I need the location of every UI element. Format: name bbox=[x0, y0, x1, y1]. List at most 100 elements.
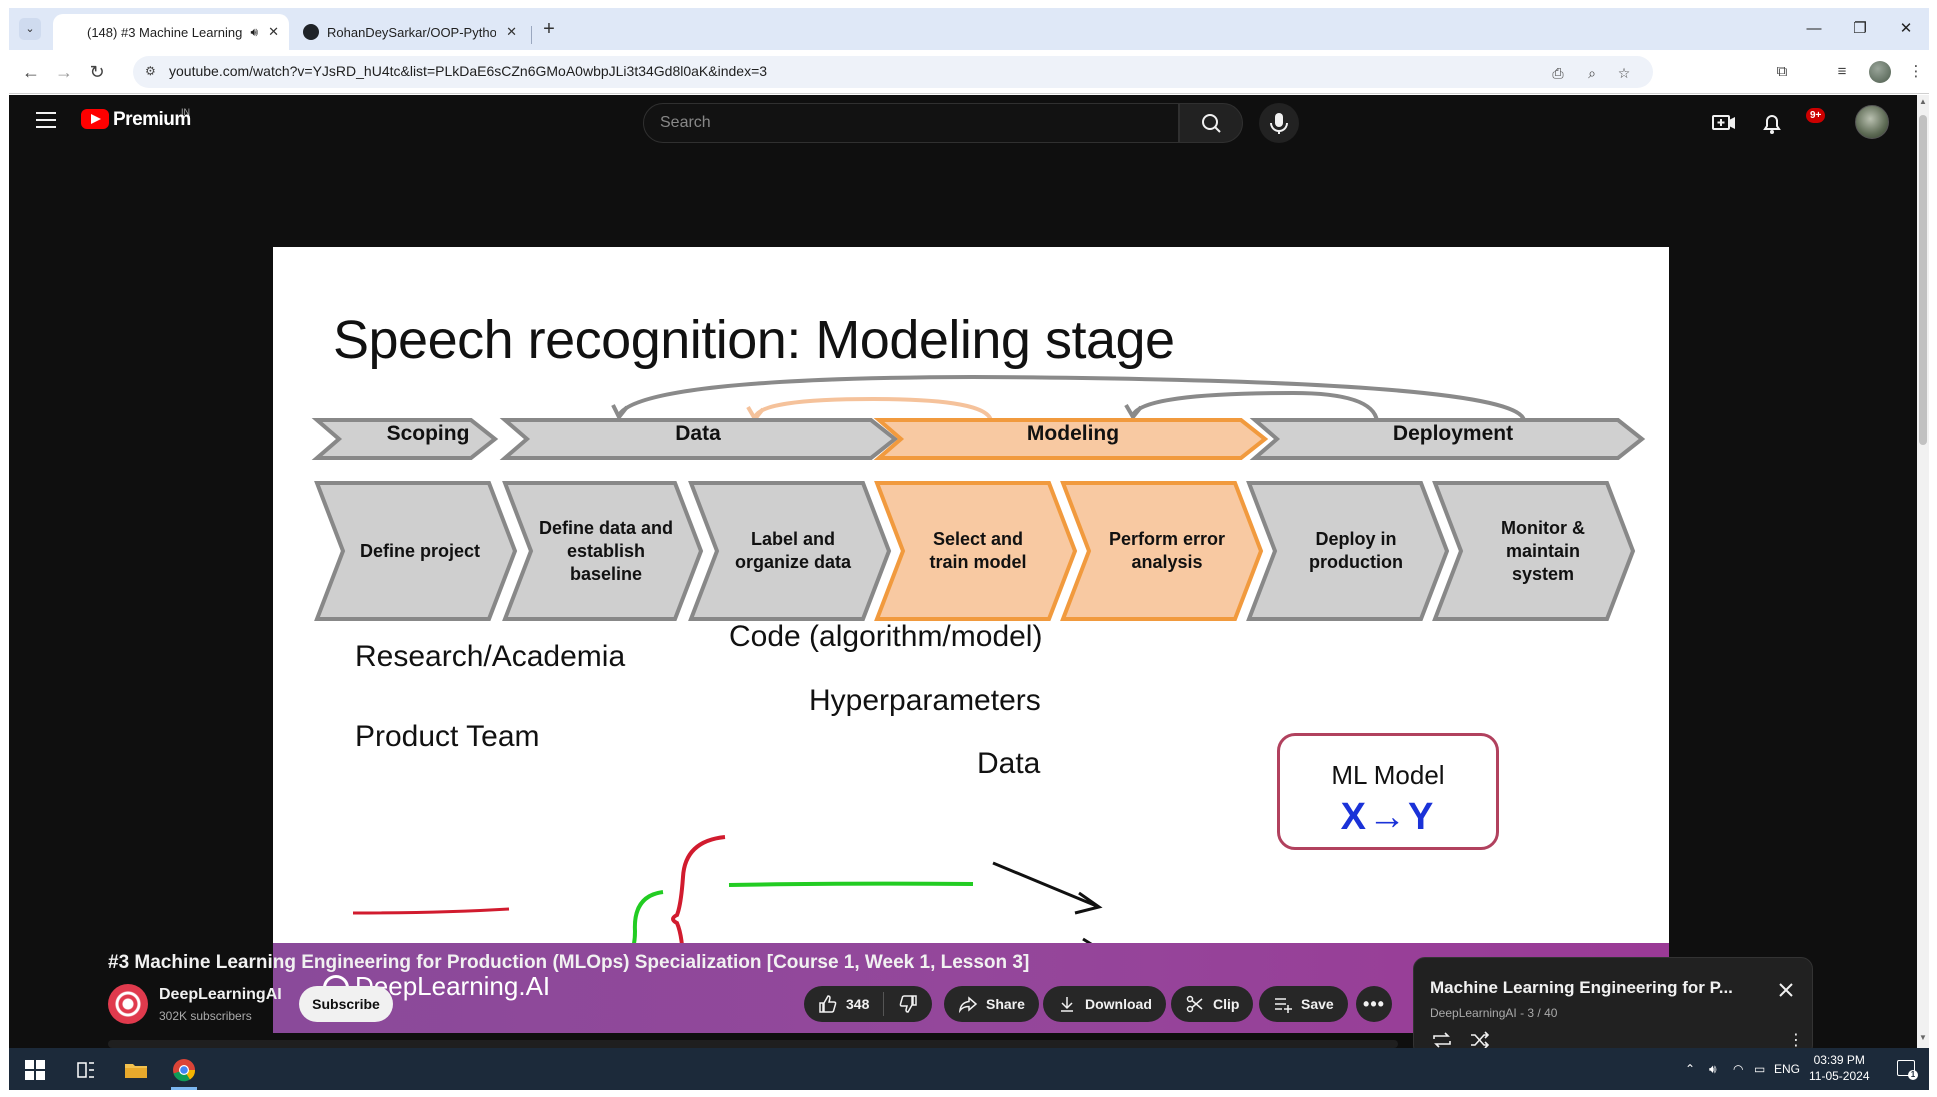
browser-menu-icon[interactable]: ⋮ bbox=[1908, 63, 1924, 80]
like-dislike-group: 348 bbox=[804, 986, 933, 1022]
playlist-menu-icon[interactable]: ⋮ bbox=[1788, 1032, 1804, 1049]
extensions-icon[interactable]: ⧉ bbox=[1776, 63, 1788, 80]
loop-playlist-icon[interactable] bbox=[1430, 1030, 1454, 1050]
playlist-title[interactable]: Machine Learning Engineering for P... bbox=[1430, 978, 1733, 997]
tab-title: (148) #3 Machine Learning bbox=[87, 24, 243, 40]
video-player[interactable]: Speech recognition: Modeling stage bbox=[273, 247, 1669, 1033]
close-tab-icon[interactable]: ✕ bbox=[506, 24, 517, 39]
site-info-icon[interactable]: ⚙ bbox=[145, 64, 156, 78]
youtube-logo-icon[interactable] bbox=[81, 109, 109, 129]
step-label: Define data and establish baseline bbox=[538, 518, 674, 584]
show-hidden-icons-icon[interactable]: ⌃ bbox=[1685, 1062, 1696, 1076]
x-to-y-formula: X→Y bbox=[1340, 796, 1436, 838]
windows-start-icon[interactable] bbox=[25, 1060, 45, 1080]
task-view-icon[interactable] bbox=[67, 1054, 105, 1086]
dislike-button[interactable] bbox=[898, 994, 918, 1014]
chrome-icon[interactable] bbox=[165, 1054, 203, 1090]
search-button[interactable] bbox=[1179, 103, 1243, 143]
action-center-icon[interactable] bbox=[1897, 1060, 1915, 1076]
tab-youtube[interactable]: (148) #3 Machine Learning 🔊︎ ✕ bbox=[53, 14, 289, 50]
channel-avatar[interactable] bbox=[108, 984, 148, 1024]
github-icon bbox=[303, 24, 319, 40]
zoom-icon[interactable]: ⌕ bbox=[1588, 65, 1596, 81]
download-button[interactable]: Download bbox=[1043, 986, 1166, 1022]
notification-count-badge: 9+ bbox=[1806, 108, 1826, 123]
tab-divider bbox=[531, 26, 532, 44]
voice-search-button[interactable] bbox=[1259, 103, 1299, 143]
stage-label: Data bbox=[675, 422, 721, 445]
search-box bbox=[643, 103, 1179, 143]
close-tab-icon[interactable]: ✕ bbox=[268, 24, 279, 39]
stage-label: Scoping bbox=[386, 422, 470, 445]
audio-playing-icon[interactable]: 🔊︎ bbox=[250, 24, 259, 39]
save-button[interactable]: Save bbox=[1259, 986, 1348, 1022]
share-button[interactable]: Share bbox=[944, 986, 1039, 1022]
profile-avatar[interactable] bbox=[1869, 61, 1891, 83]
share-icon bbox=[958, 996, 978, 1014]
search-input[interactable] bbox=[660, 104, 1160, 142]
microphone-icon bbox=[1270, 113, 1288, 134]
language-indicator[interactable]: ENG bbox=[1774, 1062, 1801, 1076]
ml-model-label: ML Model bbox=[1331, 760, 1445, 790]
ml-model-box: ML Model X→Y bbox=[1277, 733, 1499, 850]
account-avatar[interactable] bbox=[1855, 105, 1889, 139]
tab-github[interactable]: RohanDeySarkar/OOP-Python ✕ bbox=[293, 14, 527, 50]
browser-tab-strip: ⌄ (148) #3 Machine Learning 🔊︎ ✕ RohanDe… bbox=[9, 8, 1929, 50]
step-label: Label and organize data bbox=[734, 529, 852, 572]
minimize-button[interactable]: — bbox=[1806, 20, 1822, 37]
guide-menu-icon[interactable] bbox=[36, 112, 56, 128]
channel-name[interactable]: DeepLearningAI bbox=[159, 986, 282, 1003]
close-window-button[interactable]: ✕ bbox=[1899, 20, 1913, 37]
step-label: Define project bbox=[359, 541, 481, 561]
clock[interactable]: 03:39 PM 11-05-2024 bbox=[1809, 1052, 1870, 1084]
notifications-bell-icon[interactable] bbox=[1759, 111, 1785, 135]
battery-icon[interactable]: ▭ bbox=[1754, 1062, 1766, 1076]
clip-button[interactable]: Clip bbox=[1171, 986, 1254, 1022]
youtube-page: Premium IN 9+ Speech recognition: Modeli… bbox=[9, 95, 1917, 1057]
windows-taskbar: ⌃ 🔊︎ ◠ ▭ ENG 03:39 PM 11-05-2024 1 bbox=[9, 1048, 1929, 1090]
create-video-icon[interactable] bbox=[1711, 111, 1737, 135]
address-bar[interactable]: ⚙ youtube.com/watch?v=YJsRD_hU4tc&list=P… bbox=[133, 56, 1653, 88]
scroll-up-arrow-icon[interactable]: ▲ bbox=[1919, 97, 1927, 106]
step-label: Select and train model bbox=[929, 529, 1027, 572]
like-count: 348 bbox=[846, 996, 870, 1012]
download-label: Download bbox=[1085, 996, 1152, 1012]
reload-button[interactable]: ↻ bbox=[89, 62, 105, 82]
stage-label: Modeling bbox=[1026, 422, 1120, 445]
wifi-icon[interactable]: ◠ bbox=[1733, 1062, 1744, 1076]
media-controls-icon[interactable]: ≡ bbox=[1837, 63, 1847, 80]
forward-button[interactable]: → bbox=[55, 62, 73, 82]
like-button[interactable]: 348 bbox=[818, 994, 869, 1014]
more-horizontal-icon: ••• bbox=[1363, 993, 1385, 1014]
region-code: IN bbox=[181, 107, 190, 117]
tab-search-button[interactable]: ⌄ bbox=[19, 18, 41, 40]
notification-count-badge: 1 bbox=[1908, 1070, 1918, 1080]
close-playlist-icon[interactable] bbox=[1776, 980, 1796, 1000]
file-explorer-icon[interactable] bbox=[117, 1054, 155, 1086]
thumbs-up-icon bbox=[819, 995, 837, 1013]
bookmark-star-icon[interactable]: ☆ bbox=[1617, 65, 1631, 81]
code-note: Code (algorithm/model) bbox=[729, 620, 1043, 653]
search-icon bbox=[1202, 114, 1221, 133]
page-scrollbar[interactable]: ▲ ▼ bbox=[1917, 95, 1929, 1048]
download-icon bbox=[1061, 997, 1073, 1012]
more-actions-button[interactable]: ••• bbox=[1356, 986, 1392, 1022]
youtube-brand[interactable]: Premium bbox=[113, 109, 191, 130]
step-label: Monitor & maintain system bbox=[1501, 518, 1585, 584]
new-tab-button[interactable]: + bbox=[543, 18, 555, 40]
scrollbar-thumb[interactable] bbox=[1919, 115, 1927, 445]
shuffle-playlist-icon[interactable] bbox=[1468, 1030, 1492, 1050]
scroll-down-arrow-icon[interactable]: ▼ bbox=[1919, 1033, 1927, 1042]
volume-icon[interactable]: 🔊︎ bbox=[1709, 1062, 1717, 1076]
subscribe-button[interactable]: Subscribe bbox=[299, 986, 393, 1022]
browser-toolbar: ← → ↻ ⚙ youtube.com/watch?v=YJsRD_hU4tc&… bbox=[9, 50, 1929, 94]
scissors-icon bbox=[1186, 995, 1203, 1013]
product-team-note: Product Team bbox=[355, 720, 540, 753]
subscriber-count: 302K subscribers bbox=[159, 1009, 252, 1023]
divider bbox=[883, 992, 885, 1016]
share-label: Share bbox=[986, 996, 1025, 1012]
back-button[interactable]: ← bbox=[22, 62, 40, 82]
restore-button[interactable]: ❐ bbox=[1853, 20, 1867, 37]
install-app-icon[interactable]: ⎙ bbox=[1552, 65, 1564, 81]
